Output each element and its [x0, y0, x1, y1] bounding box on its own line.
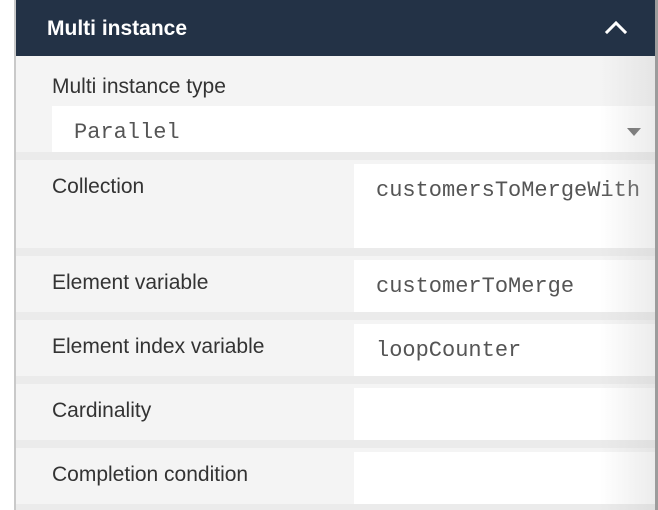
caret-down-icon	[627, 128, 641, 136]
field-row-element-index-variable: Element index variable loopCounter	[16, 320, 655, 376]
multi-instance-type-value: Parallel	[74, 120, 180, 145]
panel-left-border	[14, 0, 16, 510]
element-index-variable-value: loopCounter	[376, 338, 522, 363]
element-variable-input[interactable]: customerToMerge	[354, 260, 655, 312]
cardinality-label: Cardinality	[52, 399, 152, 422]
field-row-cardinality: Cardinality	[16, 384, 655, 440]
chevron-up-icon	[604, 20, 628, 35]
collection-label: Collection	[52, 175, 145, 198]
collection-value: customersToMergeWith	[376, 178, 641, 203]
field-row-completion-condition: Completion condition	[16, 448, 655, 504]
multi-instance-panel: Multi instance Multi instance type Paral…	[14, 0, 658, 510]
completion-condition-label: Completion condition	[52, 463, 249, 486]
collection-input[interactable]: customersToMergeWith	[354, 164, 655, 248]
scrollbar-edge[interactable]	[655, 0, 658, 510]
cardinality-input[interactable]	[354, 388, 655, 440]
multi-instance-type-label: Multi instance type	[52, 75, 226, 98]
element-index-variable-label: Element index variable	[52, 335, 265, 358]
panel-header[interactable]: Multi instance	[16, 0, 655, 56]
field-row-collection: Collection customersToMergeWith	[16, 160, 655, 248]
field-row-element-variable: Element variable customerToMerge	[16, 256, 655, 312]
element-variable-label: Element variable	[52, 271, 209, 294]
multi-instance-type-select[interactable]: Parallel	[52, 106, 655, 152]
collapse-toggle-button[interactable]	[600, 12, 640, 44]
completion-condition-input[interactable]	[354, 452, 655, 504]
element-index-variable-input[interactable]: loopCounter	[354, 324, 655, 376]
panel-title: Multi instance	[47, 17, 188, 40]
element-variable-value: customerToMerge	[376, 274, 575, 299]
multi-instance-type-section: Multi instance type Parallel	[16, 56, 655, 152]
